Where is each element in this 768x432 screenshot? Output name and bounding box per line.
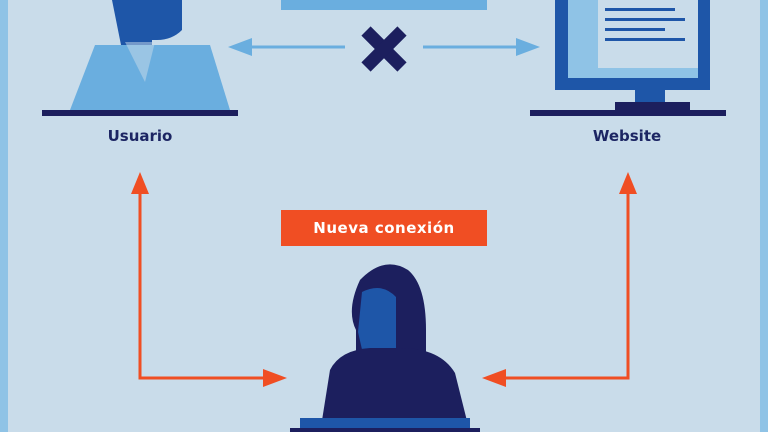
- attacker-connection-arrows: [138, 192, 630, 380]
- user-label: Usuario: [107, 127, 173, 145]
- website-desk: [530, 110, 726, 116]
- left-border: [0, 0, 8, 432]
- website-label: Website: [592, 127, 662, 145]
- attacker-figure: [290, 264, 480, 432]
- arrow-heads: [131, 172, 637, 387]
- user-desk: [42, 110, 238, 116]
- top-label-box: [281, 0, 487, 10]
- monitor-icon: [555, 0, 710, 110]
- right-border: [760, 0, 768, 432]
- blocked-connection-arrows: [228, 38, 540, 56]
- blocked-x-icon: [361, 26, 407, 72]
- new-connection-badge: Nueva conexión: [281, 210, 487, 246]
- user-figure: [70, 0, 230, 110]
